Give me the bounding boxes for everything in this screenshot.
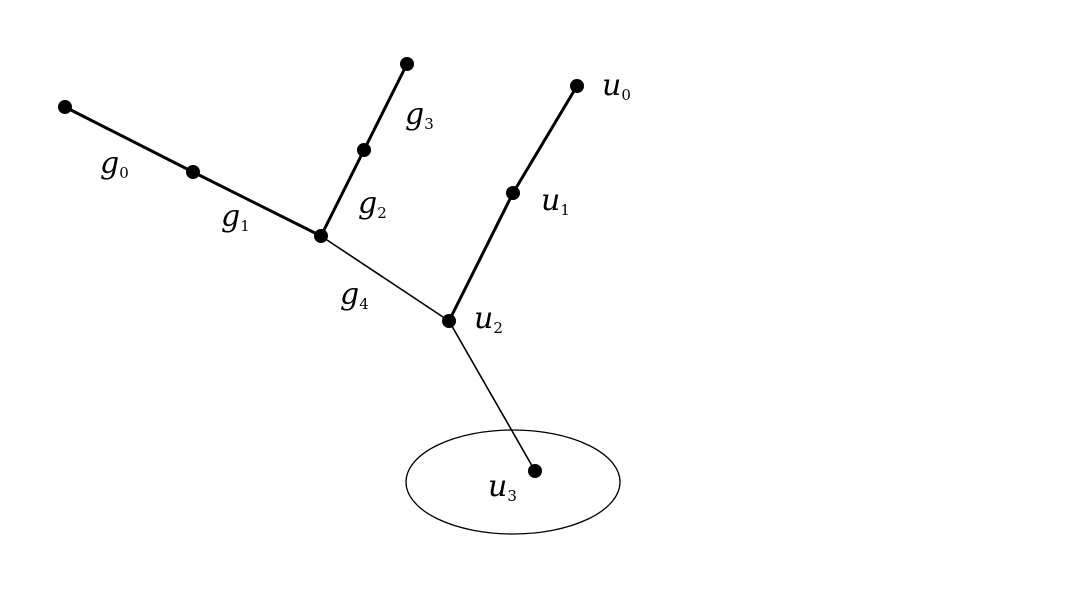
- label-g3-base: g: [405, 97, 424, 132]
- label-u3: u3: [488, 469, 517, 505]
- node-junction-g: [314, 229, 328, 243]
- node-g0-g1: [186, 165, 200, 179]
- label-g2-base: g: [358, 186, 377, 221]
- label-u1-sub: 1: [560, 201, 570, 219]
- label-g4-sub: 4: [359, 295, 369, 313]
- highlight-ellipse: [405, 429, 621, 535]
- node-u2: [442, 314, 456, 328]
- label-u2-base: u: [474, 301, 493, 336]
- label-g1-base: g: [221, 199, 240, 234]
- label-u0-base: u: [602, 68, 621, 103]
- node-g0-start: [58, 100, 72, 114]
- label-u1-base: u: [541, 183, 560, 218]
- node-u0: [570, 79, 584, 93]
- edge-u1-lower: [447, 191, 515, 323]
- label-g4: g4: [340, 277, 369, 313]
- label-u2-sub: 2: [493, 319, 503, 337]
- edge-g3: [362, 62, 409, 152]
- edge-g1: [191, 170, 323, 238]
- label-g1: g1: [221, 199, 250, 235]
- label-g3: g3: [405, 97, 434, 133]
- edge-g0: [63, 105, 195, 174]
- label-u3-sub: 3: [507, 487, 517, 505]
- label-g0-sub: 0: [119, 164, 129, 182]
- label-u0: u0: [602, 68, 631, 104]
- node-u3: [528, 464, 542, 478]
- label-u2: u2: [474, 301, 503, 337]
- label-u3-base: u: [488, 469, 507, 504]
- label-u1: u1: [541, 183, 570, 219]
- label-g2-sub: 2: [377, 204, 387, 222]
- node-u1: [506, 186, 520, 200]
- node-g3-end: [400, 57, 414, 71]
- edge-g4: [320, 235, 450, 322]
- label-g0: g0: [100, 146, 129, 182]
- label-g0-base: g: [100, 146, 119, 181]
- label-u0-sub: 0: [621, 86, 631, 104]
- label-g1-sub: 1: [240, 217, 250, 235]
- label-g4-base: g: [340, 277, 359, 312]
- label-g2: g2: [358, 186, 387, 222]
- label-g3-sub: 3: [424, 115, 434, 133]
- edge-u1-upper: [511, 84, 579, 195]
- edge-g2: [319, 148, 366, 238]
- edge-u2-u3: [448, 320, 536, 472]
- node-g2-g3: [357, 143, 371, 157]
